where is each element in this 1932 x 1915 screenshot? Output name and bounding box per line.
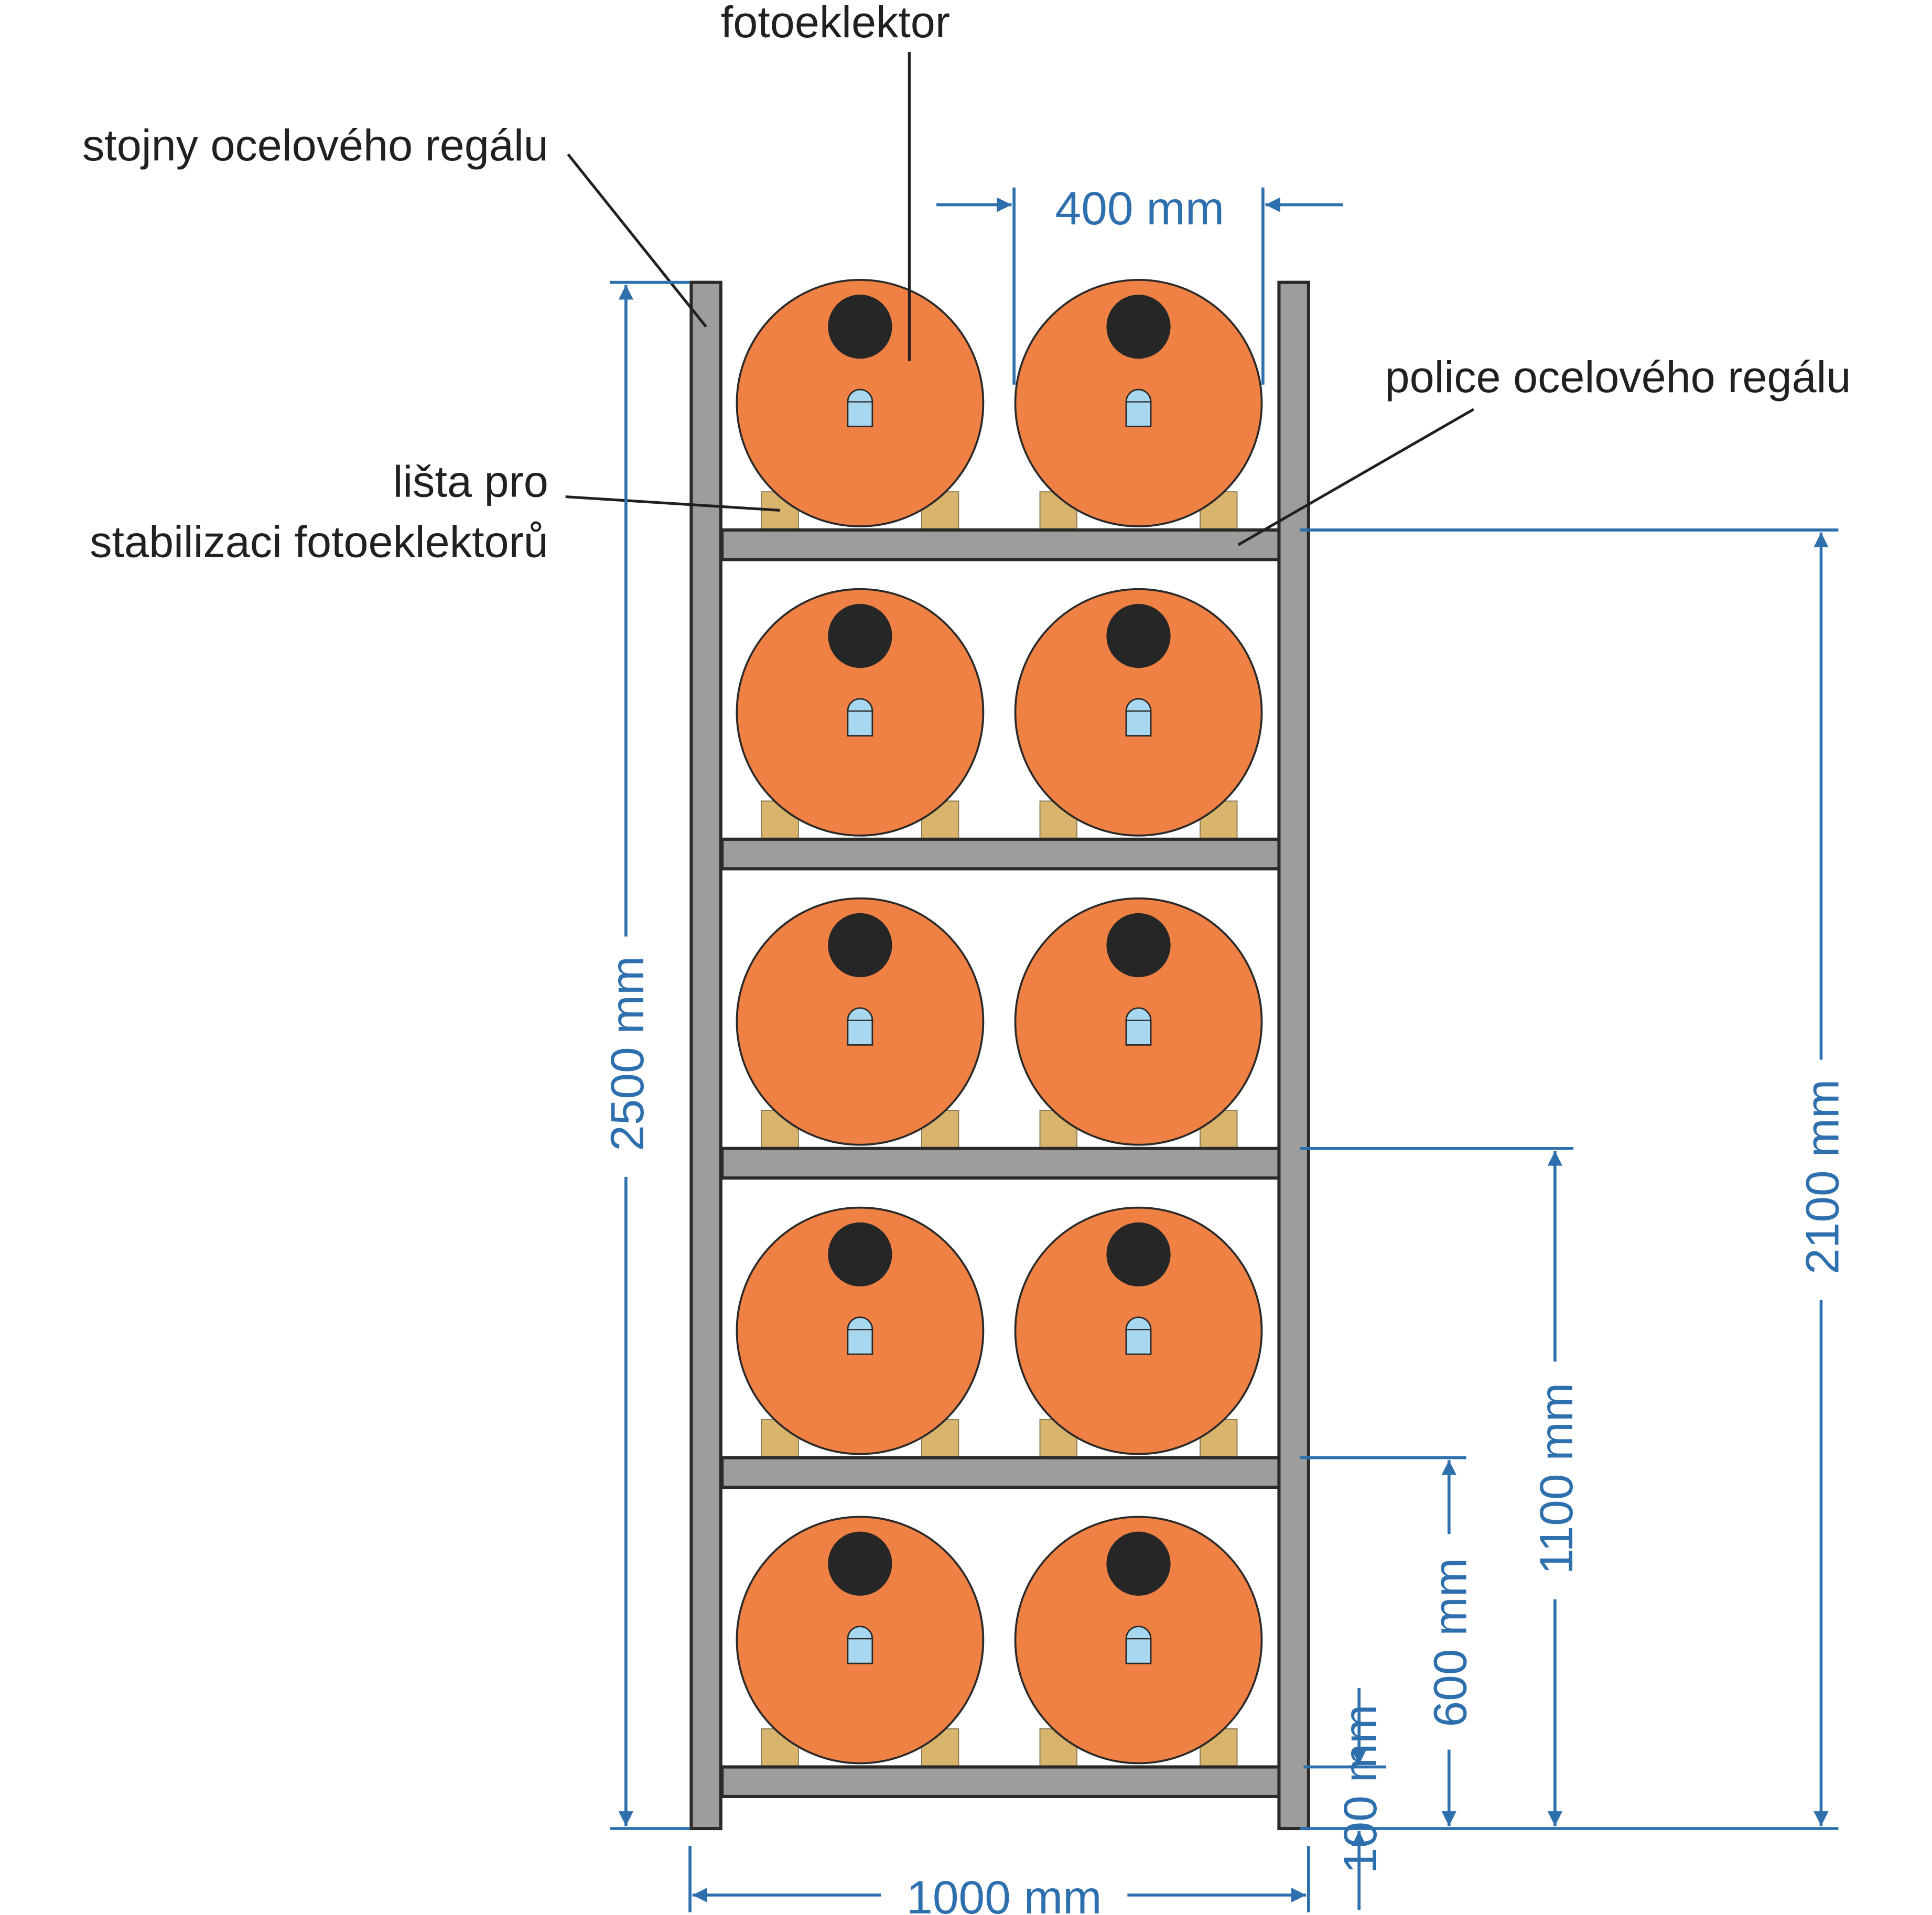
photoeclector-window (847, 1007, 873, 1046)
photoeclector-window (1125, 1626, 1152, 1664)
photoeclector-opening (1106, 295, 1171, 359)
label-uprights: stojny ocelového regálu (82, 120, 548, 170)
dim-total-height: 2500 mm (601, 956, 653, 1151)
steel-rack (689, 279, 1310, 1831)
photoeclector-opening (1106, 913, 1171, 978)
leader-shelf (1237, 408, 1475, 546)
shelves (720, 279, 1281, 1798)
photoeclector-opening (828, 604, 892, 668)
shelf (720, 528, 1281, 561)
leader-stabilizer (565, 495, 780, 512)
photoeclector-window (847, 388, 873, 428)
photoeclector-opening (828, 295, 892, 359)
photoeclector-window (1125, 388, 1152, 428)
label-photoeclector: fotoeklektor (721, 0, 950, 47)
photoeclector-window (847, 698, 873, 737)
photoeclector-opening (1106, 1222, 1171, 1286)
dim-top-shelf: 2100 mm (1796, 1079, 1848, 1274)
photoeclector-opening (828, 913, 892, 978)
shelf (720, 1146, 1281, 1180)
label-stabilizer-2: stabilizaci fotoeklektorů (90, 517, 548, 567)
dimensions: 2500 mm 2100 mm 1100 mm 600 mm 100 mm 40… (601, 182, 1849, 1915)
photoeclector-window (847, 1316, 873, 1355)
dim-second-shelf: 600 mm (1424, 1558, 1476, 1727)
photoeclector-window (847, 1626, 873, 1664)
label-shelf: police ocelového regálu (1385, 352, 1851, 402)
photoeclector-opening (1106, 604, 1171, 668)
dim-photoeclector-width: 400 mm (1055, 182, 1225, 234)
photoeclector-window (1125, 1316, 1152, 1355)
shelf (720, 1456, 1281, 1489)
photoeclector-window (1125, 698, 1152, 737)
annotations: fotoeklektor stojny ocelového regálu pol… (82, 0, 1851, 567)
photoeclector-window (1125, 1007, 1152, 1046)
shelf (720, 1765, 1281, 1798)
photoeclector-opening (828, 1531, 892, 1596)
label-stabilizer-1: lišta pro (393, 457, 548, 506)
photoeclector-opening (1106, 1531, 1171, 1596)
shelf (720, 837, 1281, 871)
dim-middle-shelf: 1100 mm (1530, 1383, 1582, 1575)
leader-uprights (567, 153, 707, 328)
dim-bottom-shelf: 100 mm (1334, 1705, 1386, 1874)
dim-rack-width: 1000 mm (906, 1871, 1102, 1915)
left-upright (689, 280, 722, 1831)
right-upright (1277, 280, 1310, 1831)
photoeclector-opening (828, 1222, 892, 1286)
